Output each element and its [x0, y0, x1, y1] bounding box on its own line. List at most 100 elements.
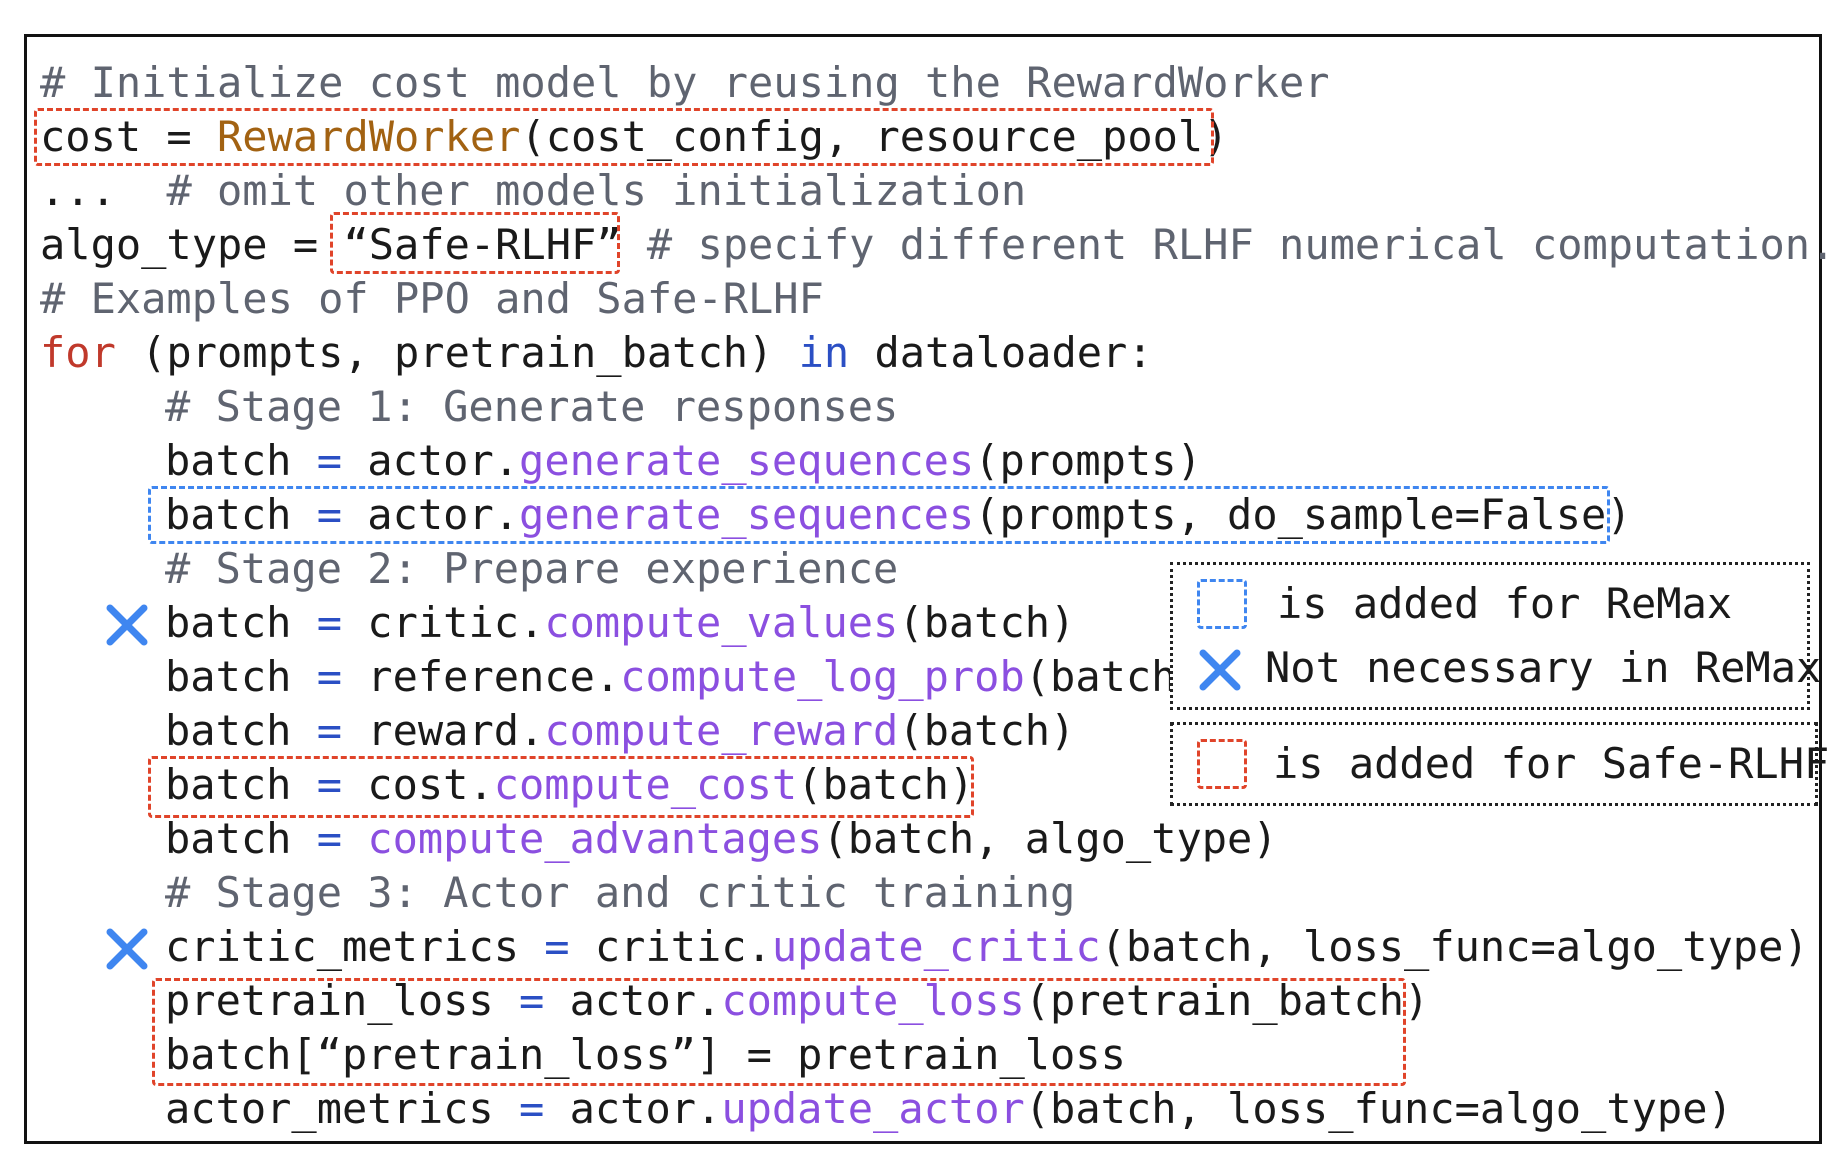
remax-box-generate [148, 486, 1610, 544]
code-text: pretrain_loss [165, 976, 520, 1025]
code-text: reward. [342, 706, 545, 755]
string-literal: “Safe-RLHF” [343, 220, 622, 269]
code-text: batch [165, 598, 317, 647]
code-text: critic_metrics [165, 922, 545, 971]
operator: = [316, 598, 343, 647]
legend-safe-added: is added for Safe-RLHF [1273, 739, 1830, 788]
operator: = [316, 814, 343, 863]
code-line-11: batch = critic.compute_values(batch) [165, 596, 1075, 650]
code-text: (prompts) [974, 436, 1202, 485]
operator: = [316, 490, 343, 539]
remax-box-swatch [1197, 579, 1247, 629]
safe-rlhf-box-algo-type [330, 212, 620, 274]
code-text: batch [165, 490, 317, 539]
method-name: compute_reward [544, 706, 899, 755]
method-name: compute_log_prob [620, 652, 1025, 701]
code-line-3: ... # omit other models initialization [40, 164, 1026, 218]
code-text: (batch) [797, 760, 975, 809]
operator: = [519, 1084, 545, 1133]
code-line-2: cost = RewardWorker(cost_config, resourc… [40, 110, 1228, 164]
code-line-13: batch = reward.compute_reward(batch) [165, 704, 1075, 758]
code-text: dataloader: [849, 328, 1153, 377]
code-text: (prompts, do_sample=False) [974, 490, 1632, 539]
comment: # Stage 2: Prepare experience [165, 544, 899, 593]
legend-safe-rlhf: is added for Safe-RLHF [1170, 722, 1829, 806]
method-name: compute_loss [721, 976, 1025, 1025]
code-line-4: algo_type = “Safe-RLHF” # specify differ… [40, 218, 1835, 272]
code-text [622, 220, 647, 269]
code-text: (batch, algo_type) [822, 814, 1278, 863]
method-name: compute_cost [493, 760, 798, 809]
code-line-6: for (prompts, pretrain_batch) in dataloa… [40, 326, 1153, 380]
operator: = [316, 652, 343, 701]
code-text: batch [165, 760, 317, 809]
code-line-5: # Examples of PPO and Safe-RLHF [40, 272, 824, 326]
code-text: (batch [1024, 652, 1177, 701]
method-name: generate_sequences [519, 490, 975, 539]
code-line-12: batch = reference.compute_log_prob(batch [165, 650, 1176, 704]
method-name: generate_sequences [519, 436, 975, 485]
safe-rlhf-box-cost-compute [148, 756, 974, 818]
code-text [342, 814, 367, 863]
operator: = [544, 922, 570, 971]
code-text: cost = [40, 112, 218, 161]
code-line-9: batch = actor.generate_sequences(prompts… [165, 488, 1632, 542]
code-text: batch [165, 436, 317, 485]
code-text: actor_metrics [165, 1084, 520, 1133]
code-text: (pretrain_batch) [1024, 976, 1430, 1025]
code-text: (batch, loss_func=algo_type) [1024, 1084, 1733, 1133]
comment: # omit other models initialization [166, 166, 1027, 215]
method-name: update_actor [721, 1084, 1025, 1133]
keyword: in [798, 328, 850, 377]
operator: = [316, 436, 343, 485]
safe-rlhf-box-pretrain-loss [152, 978, 1406, 1086]
code-line-16: # Stage 3: Actor and critic training [165, 866, 1075, 920]
operator: = [316, 760, 343, 809]
method-name: compute_values [544, 598, 899, 647]
code-text: algo_type = [40, 220, 344, 269]
code-text: batch [165, 706, 317, 755]
code-text: (batch) [898, 598, 1076, 647]
comment: # Examples of PPO and Safe-RLHF [40, 274, 824, 323]
code-line-19: batch[“pretrain_loss”] = pretrain_loss [165, 1028, 1126, 1082]
x-mark-icon [106, 604, 148, 646]
method-name: update_critic [771, 922, 1101, 971]
operator: = [519, 976, 545, 1025]
class-name: RewardWorker [217, 112, 521, 161]
keyword: for [40, 328, 116, 377]
legend-remax-added: is added for ReMax [1277, 579, 1733, 628]
comment: # specify different RLHF numerical compu… [646, 220, 1836, 269]
code-text: (batch) [898, 706, 1076, 755]
code-text: batch [165, 814, 317, 863]
comment: # Stage 1: Generate responses [165, 382, 899, 431]
code-text: actor. [342, 490, 520, 539]
code-text: reference. [342, 652, 621, 701]
code-text: (prompts, pretrain_batch) [115, 328, 799, 377]
safe-rlhf-box-swatch [1197, 739, 1247, 789]
comment: # Stage 3: Actor and critic training [165, 868, 1076, 917]
safe-rlhf-box-cost-init [34, 108, 1214, 166]
code-text: (batch, loss_func=algo_type) [1100, 922, 1809, 971]
code-line-20: actor_metrics = actor.update_actor(batch… [165, 1082, 1733, 1136]
code-line-15: batch = compute_advantages(batch, algo_t… [165, 812, 1278, 866]
code-text: batch [165, 652, 317, 701]
code-line-17: critic_metrics = critic.update_critic(ba… [165, 920, 1809, 974]
code-text: (cost_config, resource_pool) [520, 112, 1229, 161]
legend-remax-unnecessary: Not necessary in ReMax [1265, 643, 1822, 692]
x-mark-icon [1199, 649, 1241, 691]
code-line-8: batch = actor.generate_sequences(prompts… [165, 434, 1202, 488]
code-line-18: pretrain_loss = actor.compute_loss(pretr… [165, 974, 1429, 1028]
x-mark-icon [106, 928, 148, 970]
code-line-1: # Initialize cost model by reusing the R… [40, 56, 1330, 110]
code-text: actor. [342, 436, 520, 485]
legend-remax: is added for ReMax Not necessary in ReMa… [1170, 562, 1821, 710]
code-text: critic. [342, 598, 545, 647]
operator: = [316, 706, 343, 755]
method-name: compute_advantages [367, 814, 823, 863]
code-text: batch[“pretrain_loss”] = pretrain_loss [165, 1030, 1126, 1079]
code-text: ... [40, 166, 167, 215]
code-line-14: batch = cost.compute_cost(batch) [165, 758, 974, 812]
code-line-7: # Stage 1: Generate responses [165, 380, 898, 434]
code-text: actor. [544, 1084, 722, 1133]
comment: # Initialize cost model by reusing the R… [40, 58, 1330, 107]
